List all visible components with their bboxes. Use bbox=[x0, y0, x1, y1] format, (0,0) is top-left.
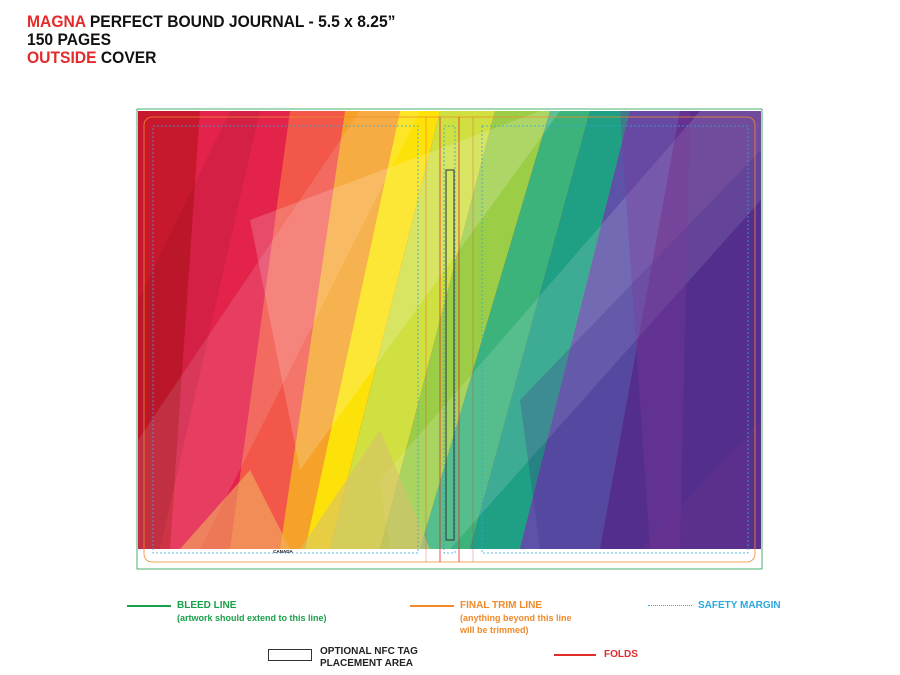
bleed-line bbox=[136, 108, 763, 570]
cover-artwork bbox=[138, 111, 761, 549]
safety-title: SAFETY MARGIN bbox=[698, 600, 781, 611]
trim-note-2: will be trimmed) bbox=[460, 625, 529, 635]
bleed-swatch bbox=[127, 605, 171, 607]
trim-line bbox=[143, 116, 756, 563]
header: MAGNA PERFECT BOUND JOURNAL - 5.5 x 8.25… bbox=[27, 13, 428, 67]
safety-margin-front bbox=[481, 125, 749, 554]
nfc-title-1: OPTIONAL NFC TAG bbox=[320, 646, 418, 657]
nfc-title-2: PLACEMENT AREA bbox=[320, 658, 413, 669]
legend-folds: FOLDS bbox=[554, 649, 638, 661]
product-name: PERFECT BOUND JOURNAL - 5.5 x 8.25” bbox=[85, 12, 396, 31]
nfc-swatch bbox=[268, 649, 312, 661]
nfc-tag-area bbox=[445, 169, 455, 541]
bleed-note: (artwork should extend to this line) bbox=[177, 613, 327, 623]
legend-trim: FINAL TRIM LINE (anything beyond this li… bbox=[410, 600, 572, 636]
folds-swatch bbox=[554, 654, 596, 656]
safety-margin-back bbox=[152, 125, 419, 554]
trim-note-1: (anything beyond this line bbox=[460, 613, 572, 623]
cover-label: COVER bbox=[96, 48, 157, 67]
brand-name: MAGNA bbox=[27, 12, 86, 31]
safety-swatch bbox=[648, 605, 692, 606]
country-label: CANADA bbox=[273, 549, 293, 554]
cover-side-line: OUTSIDE COVER bbox=[27, 49, 395, 67]
folds-title: FOLDS bbox=[604, 649, 638, 660]
safety-margin-spine bbox=[443, 125, 456, 554]
bleed-title: BLEED LINE bbox=[177, 600, 237, 611]
trim-title: FINAL TRIM LINE bbox=[460, 600, 543, 611]
title-line: MAGNA PERFECT BOUND JOURNAL - 5.5 x 8.25… bbox=[27, 13, 395, 31]
legend-bleed: BLEED LINE (artwork should extend to thi… bbox=[127, 600, 327, 624]
legend-nfc: OPTIONAL NFC TAG PLACEMENT AREA bbox=[268, 646, 418, 670]
trim-swatch bbox=[410, 605, 454, 607]
cover-side: OUTSIDE bbox=[27, 48, 97, 67]
page-count: 150 PAGES bbox=[27, 30, 112, 49]
legend-safety: SAFETY MARGIN bbox=[648, 600, 781, 612]
